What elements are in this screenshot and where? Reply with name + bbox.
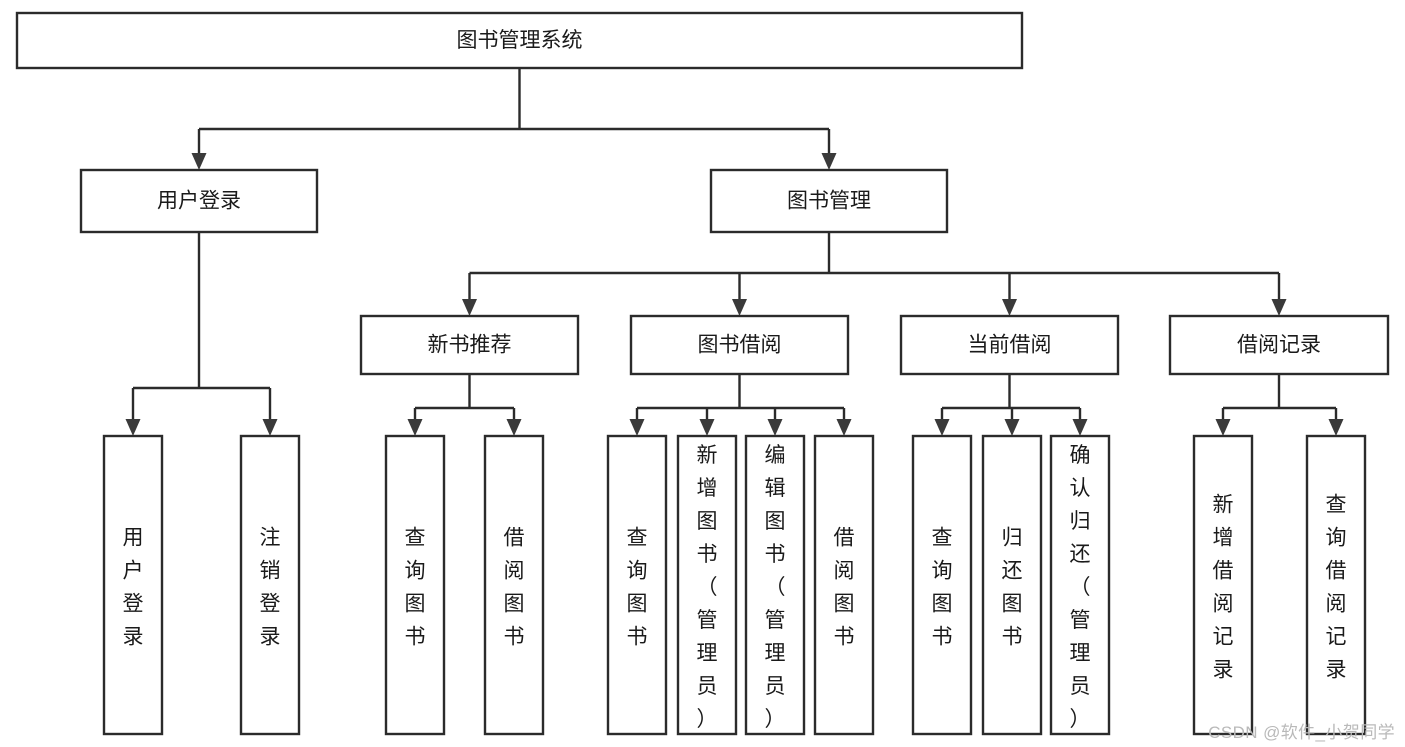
leaf-return-book[interactable] [981,434,1043,736]
leaf-user-login[interactable] [102,434,164,736]
leaf-query-borrow-record-label: 查询借阅记录 [1326,494,1347,682]
leaf-borrow-book-2-label: 借阅图书 [834,527,855,649]
node-book-manage[interactable]: 图书管理 [709,168,949,234]
leaf-confirm-return-admin[interactable] [1049,434,1111,736]
leaf-query-book-3-label: 查询图书 [932,527,953,649]
leaf-return-book-label: 归还图书 [1002,527,1023,649]
leaf-logout-login[interactable] [239,434,301,736]
leaf-add-book-admin[interactable] [676,434,738,736]
node-borrow-record-label: 借阅记录 [1237,334,1321,357]
node-borrow-record[interactable]: 借阅记录 [1168,314,1390,376]
node-user-login-label: 用户登录 [157,190,241,213]
node-new-book-recommend-label: 新书推荐 [428,334,512,357]
leaf-query-book-2-label: 查询图书 [627,527,648,649]
leaf-add-borrow-record-label: 新增借阅记录 [1213,494,1234,682]
leaf-query-book-1-label: 查询图书 [405,527,426,649]
node-root-system[interactable]: 图书管理系统 [15,11,1024,70]
leaf-logout-login-label: 注销登录 [260,527,281,649]
leaf-query-book-3[interactable] [911,434,973,736]
leaf-add-book-admin-label: 新增图书（管理员） [697,444,718,731]
node-book-borrow-label: 图书借阅 [698,334,782,357]
node-book-borrow[interactable]: 图书借阅 [629,314,850,376]
node-book-manage-label: 图书管理 [787,190,871,213]
leaf-edit-book-admin[interactable] [744,434,806,736]
edges-layer [125,68,1344,436]
leaf-query-book-2[interactable] [606,434,668,736]
nodes-layer: 图书管理系统用户登录图书管理新书推荐图书借阅当前借阅借阅记录用户登录注销登录查询… [15,11,1390,736]
leaf-borrow-book-1-label: 借阅图书 [504,527,525,649]
watermark-label: CSDN @软件_小贺同学 [1208,723,1395,742]
node-current-borrow[interactable]: 当前借阅 [899,314,1120,376]
leaf-edit-book-admin-label: 编辑图书（管理员） [765,444,786,731]
node-new-book-recommend[interactable]: 新书推荐 [359,314,580,376]
node-user-login[interactable]: 用户登录 [79,168,319,234]
leaf-borrow-book-2[interactable] [813,434,875,736]
leaf-borrow-book-1[interactable] [483,434,545,736]
leaf-add-borrow-record[interactable] [1192,434,1254,736]
leaf-query-book-1[interactable] [384,434,446,736]
node-current-borrow-label: 当前借阅 [968,334,1052,357]
leaf-query-borrow-record[interactable] [1305,434,1367,736]
leaf-confirm-return-admin-label: 确认归还（管理员） [1070,444,1091,731]
node-root-system-label: 图书管理系统 [457,29,583,52]
leaf-user-login-label: 用户登录 [123,527,144,649]
